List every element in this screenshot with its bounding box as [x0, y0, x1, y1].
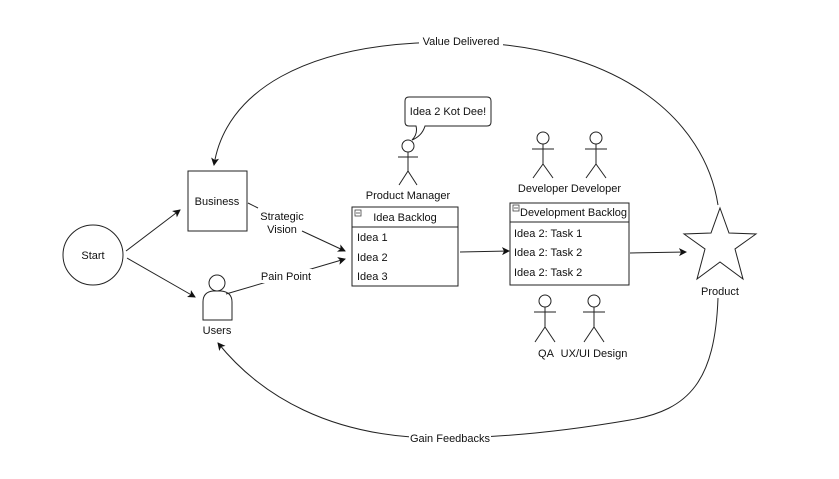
list-item: Idea 2: Task 2 [514, 267, 582, 279]
product-label: Product [701, 286, 739, 298]
edge-gain-feedbacks [217, 297, 719, 439]
uxui-label: UX/UI Design [561, 348, 628, 360]
developer-2-label: Developer [571, 183, 621, 195]
users-label: Users [203, 325, 232, 337]
node-developer-2[interactable]: Developer [571, 131, 621, 195]
edge-strategic-vision-a [247, 202, 259, 209]
list-item: Idea 2: Task 2 [514, 247, 582, 259]
list-item: Idea 3 [357, 271, 388, 283]
edge-label-strategic: Strategic [260, 211, 304, 223]
speech-bubble: Idea 2 Kot Dee! [404, 96, 492, 141]
business-label: Business [195, 196, 240, 208]
developer-1-label: Developer [518, 183, 568, 195]
node-development-backlog[interactable]: Development Backlog Idea 2: Task 1 Idea … [509, 202, 630, 286]
node-users[interactable]: Users [202, 274, 233, 337]
edge-start-business [125, 209, 181, 252]
list-item: Idea 1 [357, 232, 388, 244]
node-idea-backlog[interactable]: Idea Backlog Idea 1 Idea 2 Idea 3 [351, 206, 459, 287]
node-start[interactable]: Start [62, 224, 124, 286]
edge-label-value-delivered: Value Delivered [423, 36, 500, 48]
speech-text: Idea 2 Kot Dee! [410, 106, 486, 118]
product-manager-label: Product Manager [366, 190, 451, 202]
node-developer-1[interactable]: Developer [518, 131, 568, 195]
qa-label: QA [538, 348, 555, 360]
edge-strategic-vision [301, 230, 346, 252]
start-label: Start [81, 250, 104, 262]
list-item: Idea 2: Task 1 [514, 228, 582, 240]
development-backlog-title: Development Backlog [520, 207, 627, 219]
edge-start-users [126, 257, 196, 298]
node-product[interactable]: Product [682, 206, 758, 298]
node-qa[interactable]: QA [534, 294, 556, 360]
node-uxui[interactable]: UX/UI Design [561, 294, 628, 360]
star-icon [682, 206, 758, 281]
list-item: Idea 2 [357, 252, 388, 264]
node-product-manager[interactable]: Product Manager [366, 139, 451, 202]
node-business[interactable]: Business [187, 170, 248, 232]
idea-backlog-title: Idea Backlog [373, 212, 437, 224]
users-body [202, 290, 233, 321]
edge-label-pain-point: Pain Point [261, 271, 311, 283]
edge-label-gain-feedbacks: Gain Feedbacks [410, 433, 491, 445]
users-head [208, 274, 226, 292]
edge-idea-to-dev [459, 247, 510, 256]
edge-dev-to-product [629, 248, 687, 257]
edge-label-vision: Vision [267, 224, 297, 236]
